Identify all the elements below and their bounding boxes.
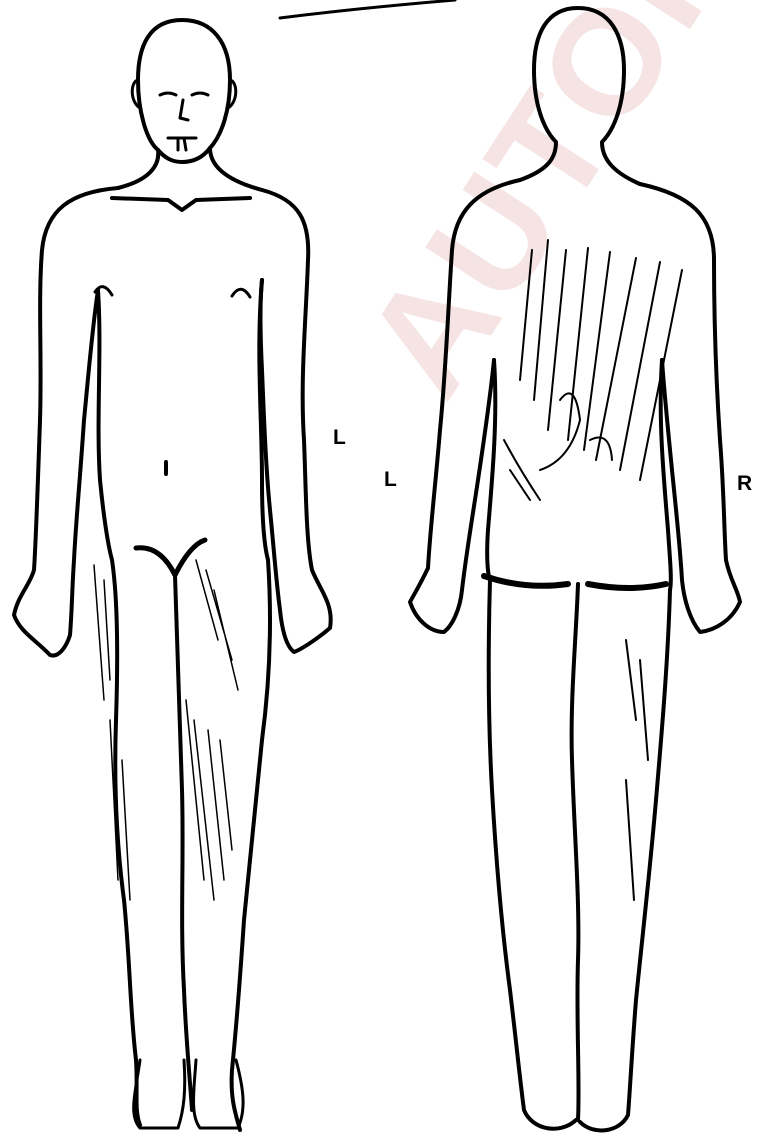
front-leg-divide [175,575,192,1110]
front-nose [180,100,188,120]
top-stroke [280,0,455,18]
label-front-left: L [333,427,346,448]
back-outline-left [410,180,520,632]
back-leg-divide [572,584,579,1120]
front-clavicle [112,198,250,210]
back-leg-left [489,580,576,1129]
front-neck-left [118,150,158,188]
front-arm-inner-left [98,290,140,1125]
back-head [520,8,640,184]
front-neck-right [210,148,262,190]
front-eye-right [192,93,208,95]
label-back-left: L [384,469,397,490]
back-buttocks-left [484,576,568,586]
back-figure [410,8,740,1130]
front-foot-left [134,1060,185,1128]
front-mouth [168,138,196,150]
front-outline-left [14,188,118,656]
back-leg-right [580,590,670,1130]
label-back-right: R [737,473,752,494]
back-buttocks-right [588,584,666,588]
front-groin [136,540,205,575]
front-eye-left [160,93,176,95]
front-figure [14,20,331,1130]
front-nipple-right [232,289,250,297]
